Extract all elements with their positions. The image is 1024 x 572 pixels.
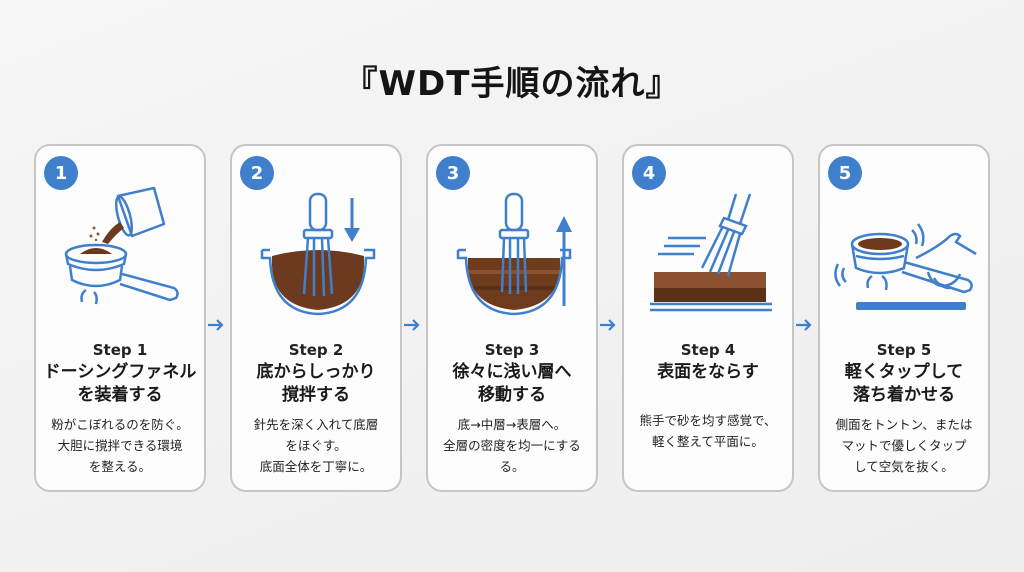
page-title: 『WDT手順の流れ』 [343,64,681,104]
step-title: 徐々に浅い層へ 移動する [452,362,572,405]
wdt-tool-up-arrow-icon [428,176,600,316]
step-description: 側面をトントン、または マットで優しくタップ して空気を抜く。 [835,417,973,474]
wdt-tool-down-arrow-icon [232,176,404,316]
hand-tap-portafilter-icon [820,176,992,316]
step-label: Step 3 [484,341,540,359]
step-number-badge: 5 [828,156,862,190]
step-description: 針先を深く入れて底層 をほぐす。 底面全体を丁寧に。 [253,417,379,474]
step-title: 軽くタップして 落ち着かせる [844,362,964,405]
step-label: Step 5 [876,341,932,359]
step-card-4: 4 Step 4 表面をならす 熊手で砂を均す感覚で、 軽く整えて平面に。 [622,144,794,492]
step-title: 底からしっかり 撹拌する [256,362,376,405]
step-description: 粉がこぼれるのを防ぐ。 大胆に撹拌できる環境 を整える。 [51,417,189,474]
step-title: ドーシングファネル を装着する [43,362,197,405]
step-number-badge: 3 [436,156,470,190]
step-description: 底→中層→表層へ。 全層の密度を均一にする る。 [443,417,581,474]
portafilter-funnel-pour-icon [36,176,208,316]
arrow-right-icon [598,316,618,334]
step-description: 熊手で砂を均す感覚で、 軽く整えて平面に。 [639,413,777,449]
step-label: Step 2 [288,341,344,359]
step-number-badge: 1 [44,156,78,190]
arrow-right-icon [402,316,422,334]
step-card-2: 2 Step 2 底からしっかり 撹拌する 針先を深く入れて底層 をほぐす。 底… [230,144,402,492]
step-title: 表面をならす [657,362,759,382]
step-number-badge: 2 [240,156,274,190]
step-card-1: 1 Step 1 ドーシングファネル を装着する 粉がこぼれるのを防ぐ。 大胆に… [34,144,206,492]
arrow-right-icon [206,316,226,334]
step-number-badge: 4 [632,156,666,190]
arrow-right-icon [794,316,814,334]
step-card-3: 3 Step 3 徐々に浅い層へ 移動する 底→中層→表層へ。 全層の密度を均一… [426,144,598,492]
step-label: Step 4 [680,341,736,359]
step-label: Step 1 [92,341,148,359]
rake-level-surface-icon [624,176,796,316]
step-card-5: 5 Step 5 軽くタップして 落ち着かせる 側面をトントン、または マットで… [818,144,990,492]
